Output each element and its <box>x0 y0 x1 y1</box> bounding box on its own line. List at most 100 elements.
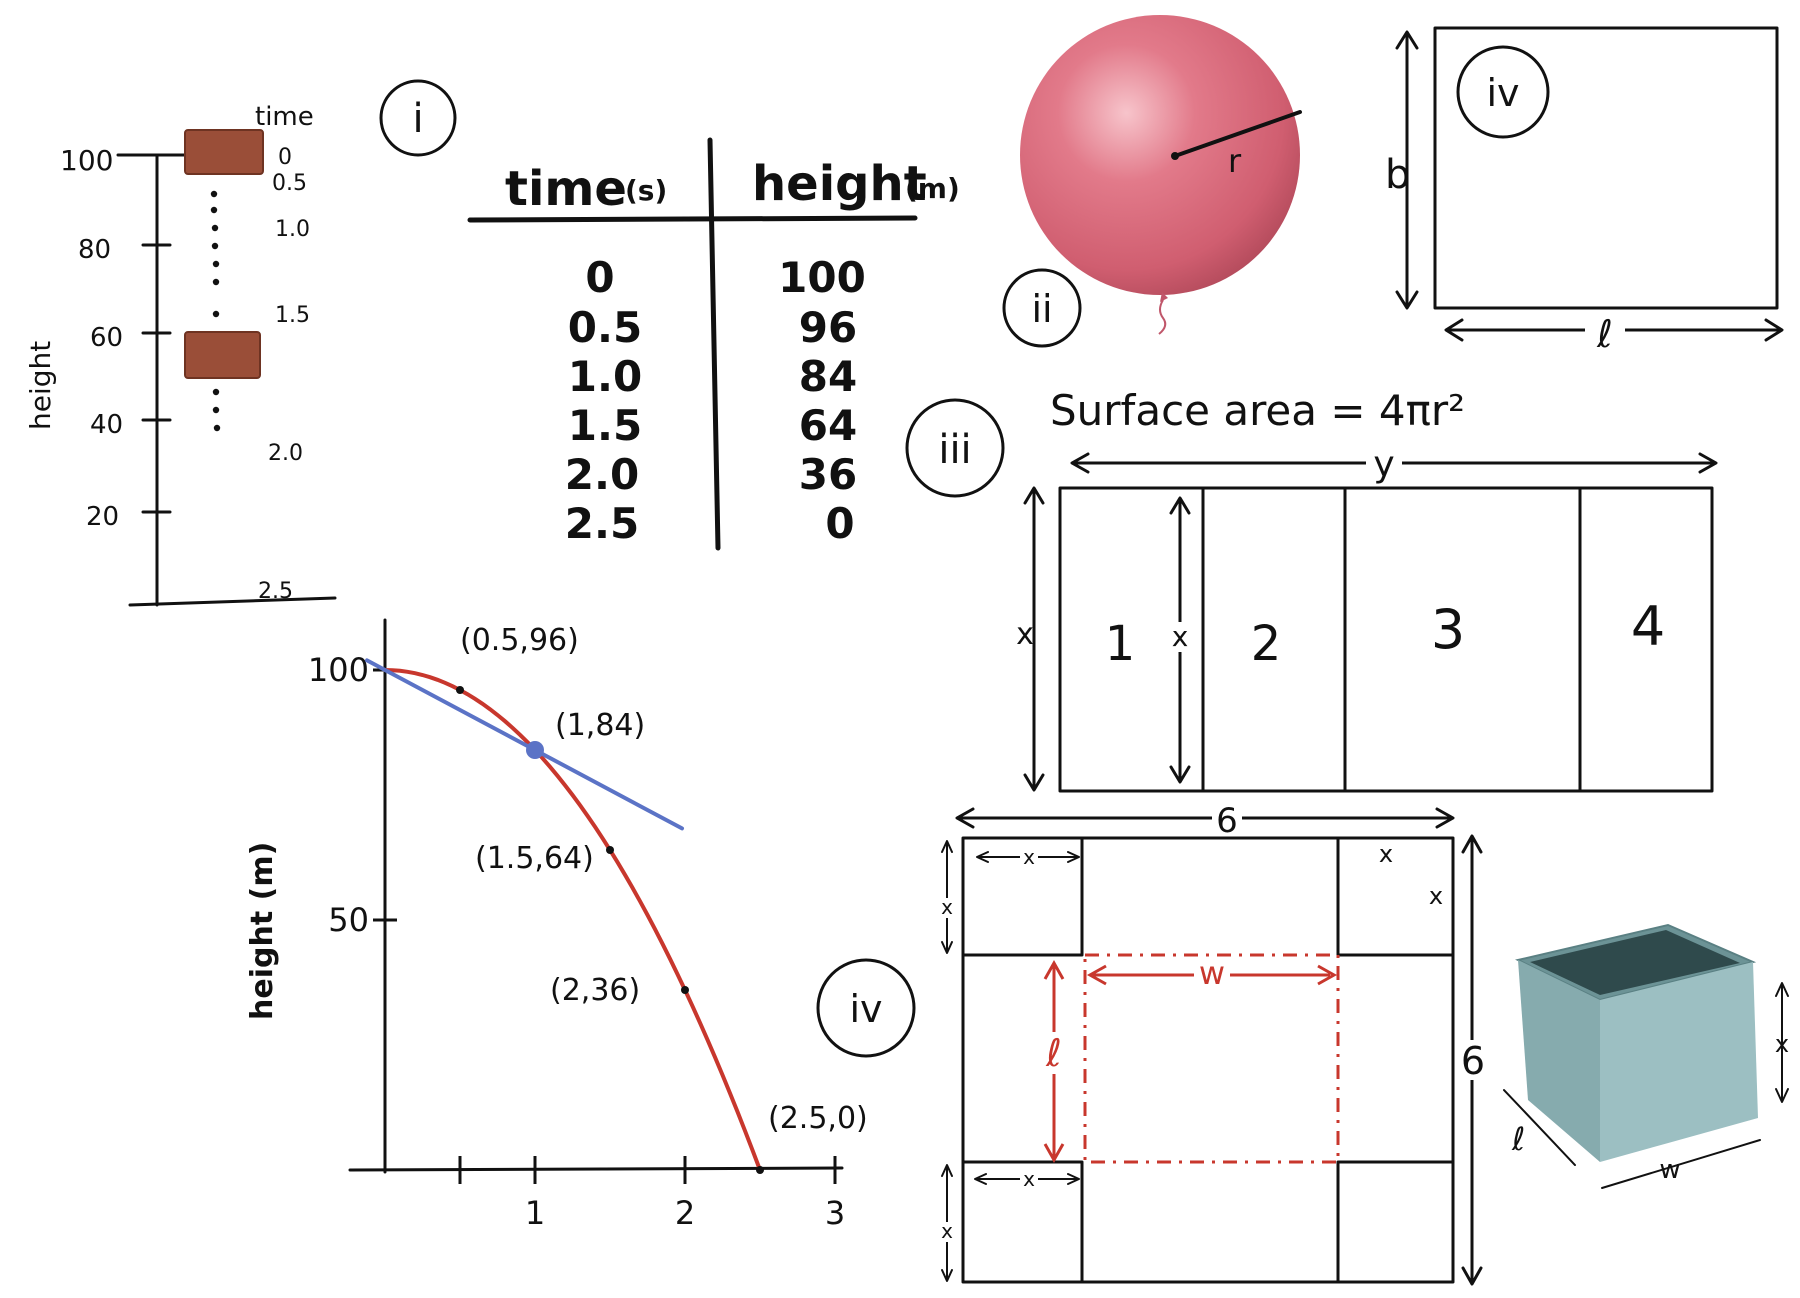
part-ii-badge <box>1002 268 1082 348</box>
table-col-height: height <box>752 156 927 212</box>
part-iv-label-top: iv <box>1486 71 1519 115</box>
table-height-5: 0 <box>825 499 854 548</box>
box-left-face <box>1518 960 1600 1162</box>
point-label-0-5: (0.5,96) <box>460 623 579 658</box>
part-i-label: i <box>412 96 423 142</box>
label-width-label: y <box>1373 444 1394 485</box>
height-axis-label: height <box>24 341 57 430</box>
table-time-4: 2.0 <box>565 450 639 499</box>
data-point-1 <box>526 741 544 759</box>
graph-y-axis-label: height (m) <box>245 842 280 1020</box>
time-2-5: 2.5 <box>258 579 293 604</box>
table-time-2: 1.0 <box>568 352 642 401</box>
table-time-1: 0.5 <box>568 303 642 352</box>
time-0-5: 0.5 <box>272 171 307 196</box>
data-point-2-5 <box>756 1166 764 1174</box>
brick-path-dots <box>210 190 221 432</box>
net-right-label: 6 <box>1461 1039 1485 1083</box>
tick-label-100: 100 <box>60 144 113 177</box>
graph-x-axis <box>348 1166 844 1172</box>
part-iii-badge <box>905 398 1005 498</box>
corner-x-top-label: x <box>1023 845 1035 869</box>
brick-middle-icon <box>184 331 261 379</box>
time-1-0: 1.0 <box>275 217 310 242</box>
corner-cut-bottom-left <box>961 1160 1084 1284</box>
time-header: time <box>255 102 314 132</box>
time-1-5: 1.5 <box>275 303 310 328</box>
box-height-label: x <box>1775 1030 1789 1058</box>
corner-x-left-bg <box>938 898 956 918</box>
table-height-3: 64 <box>799 401 857 450</box>
tangent-line <box>365 658 684 831</box>
box-length-arrow <box>1503 1089 1576 1166</box>
x-tick-label-1: 1 <box>525 1194 545 1232</box>
part-i-badge <box>379 79 457 157</box>
base-dashed-outline <box>1083 953 1340 1164</box>
point-label-1-5: (1.5,64) <box>475 841 594 876</box>
base-width-arrowheads <box>1086 964 1338 986</box>
balloon-string <box>1158 299 1167 335</box>
corner-x-bl-arrowheads <box>941 1164 953 1282</box>
label-width-bg <box>1366 444 1402 478</box>
base-length-arrowheads <box>1043 959 1065 1164</box>
corner-x-bl-label: x <box>941 1219 953 1243</box>
box-height-arrowheads <box>1775 982 1789 1103</box>
corner-x-top-bg <box>1020 847 1038 867</box>
data-point-0-5 <box>456 686 464 694</box>
corner-x-bottom-bg <box>1020 1169 1038 1189</box>
net-top-arrowheads <box>955 807 1455 829</box>
corner-x-tr-side-label: x <box>1429 882 1443 910</box>
table-time-5: 2.5 <box>565 499 639 548</box>
table-column-rule <box>707 137 721 551</box>
table-time-3: 1.5 <box>568 401 642 450</box>
side-l-label: ℓ <box>1596 312 1613 356</box>
label-width-arrowheads <box>1070 452 1718 474</box>
label-rectangle <box>1058 486 1714 793</box>
balloon-knot <box>1160 292 1168 302</box>
panel-1-label: 1 <box>1105 616 1136 672</box>
table-time-0: 0 <box>585 253 614 302</box>
corner-cut-top-left <box>961 836 1084 957</box>
panel-3-label: 3 <box>1431 598 1465 661</box>
table-height-4: 36 <box>799 450 857 499</box>
part-ii-balloon: r ii <box>1002 15 1302 348</box>
point-label-2-5: (2.5,0) <box>768 1101 868 1136</box>
tick-label-60: 60 <box>90 323 123 353</box>
box-width-label: w <box>1659 1155 1680 1185</box>
table-col-time-unit: (s) <box>625 174 667 207</box>
box-length-label: ℓ <box>1511 1120 1525 1158</box>
side-l-label-bg <box>1585 314 1625 348</box>
side-l-arrowheads <box>1444 318 1784 342</box>
x-tick-label-3: 3 <box>825 1194 845 1232</box>
part-iii-label-wrapper: Surface area = 4πr² iii y x x 1 2 3 4 <box>905 386 1718 793</box>
net-square <box>961 836 1455 1284</box>
rectangle-shape <box>1433 26 1779 310</box>
part-iv-label-net: iv <box>849 987 882 1031</box>
label-height-label: x <box>1016 617 1034 652</box>
net-top-label-bg <box>1212 800 1242 834</box>
table-height-2: 84 <box>799 352 857 401</box>
corner-x-top-arrowheads <box>976 851 1080 863</box>
part-iv-box-net: iv 6 6 w ℓ x x x x x <box>816 800 1490 1286</box>
balloon-image <box>1020 15 1300 295</box>
net-right-arrowheads <box>1461 834 1483 1286</box>
data-point-1-5 <box>606 846 614 854</box>
panel-height-arrowheads <box>1169 496 1191 784</box>
corner-x-bl-bg <box>938 1222 956 1242</box>
radius-label: r <box>1228 142 1242 180</box>
time-0: 0 <box>278 145 292 170</box>
surface-area-formula: Surface area = 4πr² <box>1050 386 1465 435</box>
part-iv-badge-top <box>1456 45 1550 139</box>
part-iv-badge-net <box>816 958 916 1058</box>
tick-label-20: 20 <box>86 502 119 532</box>
side-b-label: b <box>1385 152 1410 198</box>
box-front-face <box>1600 962 1758 1162</box>
corner-x-tr-label: x <box>1379 840 1393 868</box>
table-height-1: 96 <box>799 303 857 352</box>
ground-line <box>128 596 337 607</box>
y-tick-label-100: 100 <box>308 651 369 689</box>
panel-2-label: 2 <box>1251 616 1282 672</box>
table-col-height-unit: (m) <box>905 172 960 205</box>
open-box-image: x ℓ w <box>1503 923 1789 1189</box>
x-tick-label-2: 2 <box>675 1194 695 1232</box>
